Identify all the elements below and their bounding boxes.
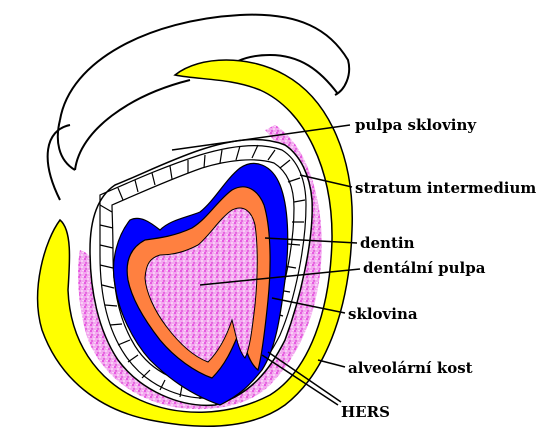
label-stratum-intermedium: stratum intermedium	[355, 179, 536, 197]
label-alveolar-bone: alveolární kost	[348, 359, 473, 377]
label-dentin: dentin	[360, 234, 415, 252]
label-hers: HERS	[341, 403, 390, 421]
label-enamel: sklovina	[348, 305, 418, 323]
pointer-alveolar-bone	[318, 360, 345, 367]
label-dental-pulp: dentální pulpa	[363, 259, 486, 277]
label-enamel-pulp: pulpa skloviny	[355, 116, 477, 134]
